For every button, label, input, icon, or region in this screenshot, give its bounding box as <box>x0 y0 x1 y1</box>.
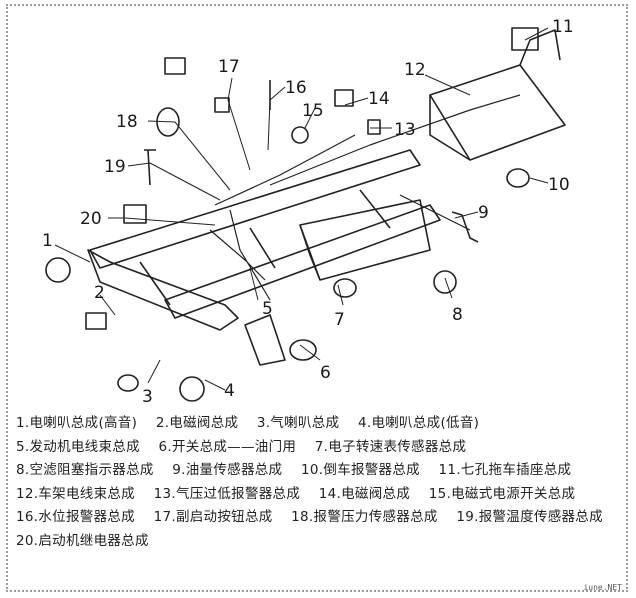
pressure-sensor-shape <box>156 107 180 137</box>
legend-entry: 2.电磁阀总成 <box>155 415 239 431</box>
callout-4: 4 <box>224 381 235 401</box>
legend-entry: 5.发动机电线束总成 <box>16 438 140 455</box>
dotted-border <box>6 4 628 592</box>
horn-low-shape <box>179 376 205 402</box>
callout-2: 2 <box>94 283 105 303</box>
engine-wire-harness <box>209 134 356 301</box>
legend-entry: 16.水位报警器总成 <box>16 509 135 525</box>
callout-numbers: 1 2 3 4 5 6 7 8 9 10 11 12 13 14 15 16 1… <box>42 17 574 407</box>
callout-20: 20 <box>80 209 102 229</box>
air-filter-indicator-shape <box>433 270 457 294</box>
legend-entry: 18.报警压力传感器总成 <box>291 509 438 525</box>
fuel-sensor-shape <box>451 211 479 243</box>
callout-10: 10 <box>548 175 570 195</box>
horn-high-shape <box>45 257 71 283</box>
solenoid-valve-14-shape <box>334 89 354 107</box>
legend-entry: 15.电磁式电源开关总成 <box>428 485 576 502</box>
callout-12: 12 <box>404 60 426 80</box>
legend-entry: 11.七孔拖车插座总成 <box>438 462 572 478</box>
top-bracket-shape <box>164 57 186 75</box>
legend-entry: 17.副启动按钮总成 <box>153 509 273 525</box>
legend-entry: 12.车架电线束总成 <box>16 485 135 502</box>
callout-7: 7 <box>334 310 345 330</box>
frame-rail-right <box>164 204 441 319</box>
legend: 1.电喇叭总成(高音) 2.电磁阀总成 3.气喇叭总成 4.电喇叭总成(低音) … <box>16 412 622 553</box>
air-horn-shape <box>117 374 139 392</box>
callout-16: 16 <box>285 78 307 98</box>
leader-lines <box>54 27 549 391</box>
trailer-socket-shape <box>511 27 539 51</box>
frame-wire-harness <box>269 94 521 231</box>
cross-member-a <box>139 261 171 306</box>
callout-5: 5 <box>262 299 273 319</box>
rear-frame <box>429 64 566 161</box>
power-switch-shape <box>291 126 309 144</box>
callout-3: 3 <box>142 387 153 407</box>
solenoid-valve-shape <box>85 312 107 330</box>
legend-entry: 4.电喇叭总成(低音) <box>357 415 480 431</box>
callout-6: 6 <box>320 363 331 383</box>
legend-entry: 20.启动机继电器总成 <box>16 532 149 549</box>
callout-17: 17 <box>218 57 240 77</box>
callout-13: 13 <box>394 120 416 140</box>
callout-8: 8 <box>452 305 463 325</box>
callout-9: 9 <box>478 203 489 223</box>
legend-entry: 6.开关总成——油门用 <box>158 438 297 455</box>
callout-19: 19 <box>104 157 126 177</box>
watermark: iune.NET <box>583 583 622 592</box>
low-pressure-alarm-shape <box>367 119 381 135</box>
wiring-diagram: 1 2 3 4 5 6 7 8 9 10 11 12 13 14 15 16 1… <box>42 17 574 407</box>
callout-11: 11 <box>552 17 574 37</box>
splash-shield <box>244 314 286 366</box>
legend-entry: 14.电磁阀总成 <box>318 485 411 502</box>
legend-entry: 13.气压过低报警器总成 <box>153 485 301 502</box>
reverse-alarm-shape <box>506 168 530 188</box>
callout-18: 18 <box>116 112 138 132</box>
legend-entry: 7.电子转速表传感器总成 <box>314 438 467 455</box>
cross-member-b <box>249 227 276 269</box>
frame-rail-left <box>89 149 421 269</box>
callout-1: 1 <box>42 231 53 251</box>
front-bumper <box>87 249 239 331</box>
starter-relay-shape <box>123 204 147 224</box>
legend-entry: 1.电喇叭总成(高音) <box>16 415 138 431</box>
legend-entry: 9.油量传感器总成 <box>172 462 283 478</box>
legend-entry: 10.倒车报警器总成 <box>300 462 420 478</box>
aux-start-button-shape <box>214 97 230 113</box>
legend-entry: 8.空滤阻塞指示器总成 <box>16 462 154 478</box>
speed-sensor-shape <box>333 278 357 298</box>
callout-14: 14 <box>368 89 390 109</box>
legend-entry: 3.气喇叭总成 <box>256 415 340 431</box>
callout-15: 15 <box>302 101 324 121</box>
throttle-switch-shape <box>289 339 317 361</box>
legend-entry: 19.报警温度传感器总成 <box>456 509 603 525</box>
temp-sensor-shape <box>144 149 156 186</box>
